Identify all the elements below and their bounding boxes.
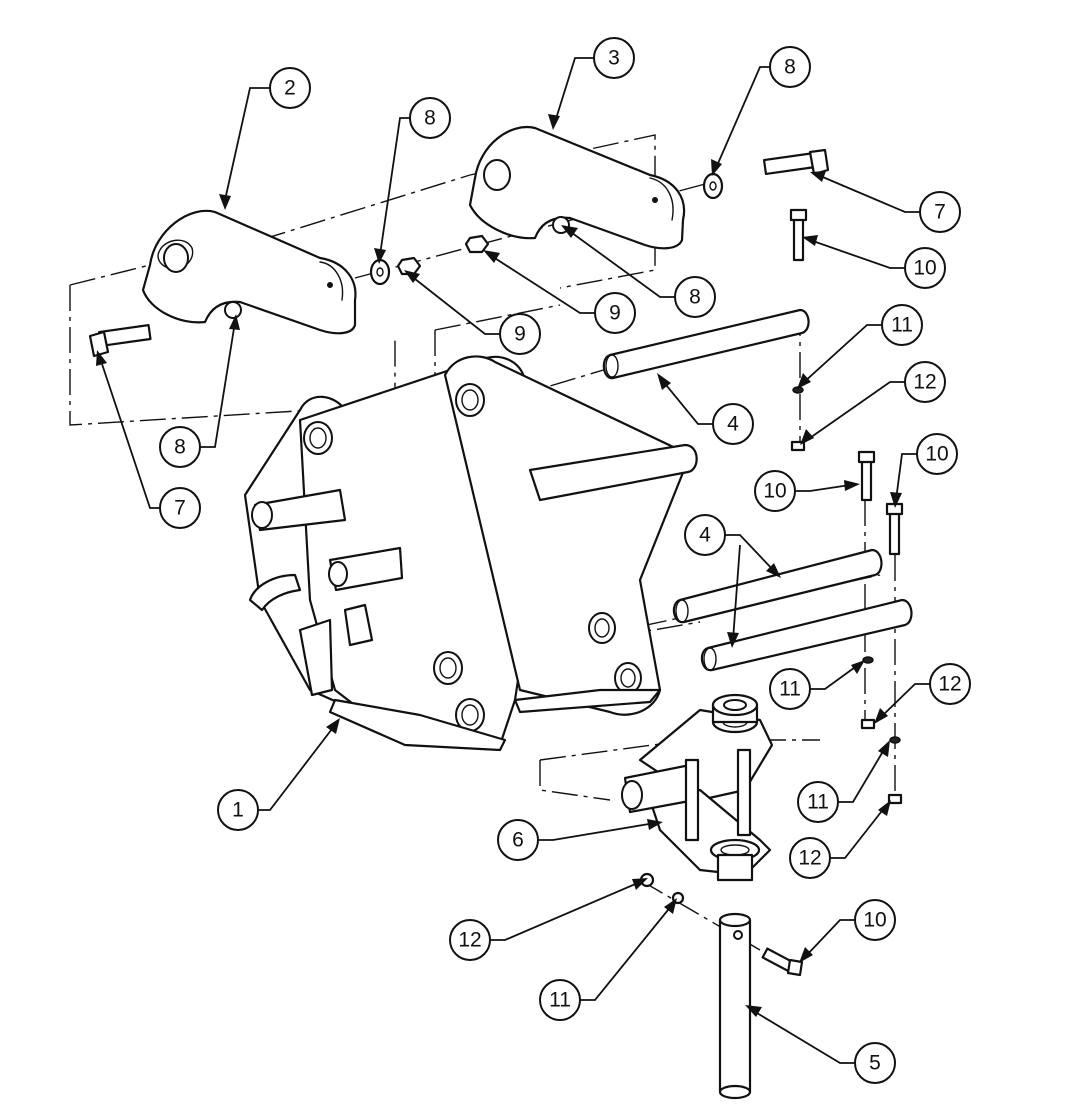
callout-9: 9 bbox=[594, 292, 636, 334]
callout-6: 6 bbox=[497, 819, 539, 861]
callout-9: 9 bbox=[499, 313, 541, 355]
svg-text:1: 1 bbox=[232, 799, 244, 822]
svg-text:11: 11 bbox=[779, 678, 801, 701]
svg-text:3: 3 bbox=[608, 47, 620, 70]
hardware-upper bbox=[369, 172, 724, 286]
callout-1: 1 bbox=[217, 789, 259, 831]
svg-text:8: 8 bbox=[174, 436, 186, 459]
svg-text:12: 12 bbox=[913, 371, 936, 394]
callout-10: 10 bbox=[754, 470, 796, 512]
callout-11: 11 bbox=[881, 304, 923, 346]
svg-text:12: 12 bbox=[458, 929, 481, 952]
svg-text:4: 4 bbox=[727, 413, 739, 436]
svg-text:8: 8 bbox=[784, 56, 796, 79]
callout-4: 4 bbox=[684, 514, 726, 556]
callout-7: 7 bbox=[159, 487, 201, 529]
svg-text:11: 11 bbox=[891, 314, 913, 337]
callout-10: 10 bbox=[854, 899, 896, 941]
callout-12: 12 bbox=[929, 663, 971, 705]
callout-11: 11 bbox=[769, 668, 811, 710]
svg-text:11: 11 bbox=[807, 791, 829, 814]
callout-8: 8 bbox=[409, 97, 451, 139]
callout-10: 10 bbox=[904, 247, 946, 289]
callout-7: 7 bbox=[919, 191, 961, 233]
pins-4 bbox=[602, 308, 913, 672]
svg-text:8: 8 bbox=[689, 286, 701, 309]
svg-text:2: 2 bbox=[284, 77, 296, 100]
callout-11: 11 bbox=[797, 781, 839, 823]
long-pin-5 bbox=[718, 912, 752, 1100]
callout-11: 11 bbox=[539, 979, 581, 1021]
callout-5: 5 bbox=[854, 1042, 896, 1084]
svg-text:10: 10 bbox=[925, 443, 948, 466]
callout-8: 8 bbox=[159, 426, 201, 468]
svg-text:12: 12 bbox=[938, 673, 961, 696]
svg-text:11: 11 bbox=[549, 989, 571, 1012]
svg-text:4: 4 bbox=[699, 524, 711, 547]
svg-text:7: 7 bbox=[934, 201, 946, 224]
callout-3: 3 bbox=[593, 37, 635, 79]
vertical-bolts-10 bbox=[761, 208, 904, 977]
link-arm-right bbox=[468, 125, 686, 250]
svg-text:8: 8 bbox=[424, 107, 436, 130]
link-arm-left bbox=[141, 209, 357, 335]
svg-text:6: 6 bbox=[512, 829, 524, 852]
svg-text:10: 10 bbox=[913, 257, 936, 280]
svg-text:5: 5 bbox=[869, 1052, 881, 1075]
bolts-7 bbox=[88, 148, 830, 358]
callout-8: 8 bbox=[769, 46, 811, 88]
callout-12: 12 bbox=[904, 361, 946, 403]
callout-12: 12 bbox=[789, 837, 831, 879]
callout-leaders bbox=[96, 57, 930, 1064]
callout-10: 10 bbox=[916, 433, 958, 475]
callout-8: 8 bbox=[674, 276, 716, 318]
swivel-yoke bbox=[621, 693, 774, 882]
callout-4: 4 bbox=[712, 403, 754, 445]
svg-text:12: 12 bbox=[798, 847, 821, 870]
callout-12: 12 bbox=[449, 919, 491, 961]
svg-text:10: 10 bbox=[863, 909, 886, 932]
svg-text:7: 7 bbox=[174, 497, 186, 520]
main-frame bbox=[243, 355, 698, 752]
svg-text:9: 9 bbox=[514, 323, 526, 346]
callout-bubbles: 2 3 8 8 8 8 7 7 9 9 10 10 10 10 11 11 11… bbox=[159, 37, 971, 1084]
callout-2: 2 bbox=[269, 67, 311, 109]
svg-text:9: 9 bbox=[609, 302, 621, 325]
svg-text:10: 10 bbox=[763, 480, 786, 503]
